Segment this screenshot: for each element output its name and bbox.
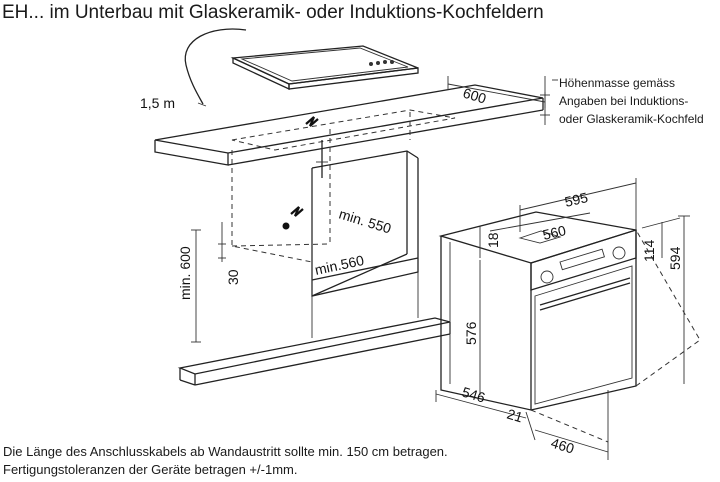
dim-594: 594	[667, 246, 683, 270]
dim-18: 18	[485, 232, 501, 248]
cabinet-outline	[231, 112, 411, 263]
oven	[438, 211, 637, 411]
height-note-line: Höhenmasse gemäss	[559, 76, 676, 90]
floor-base	[177, 317, 451, 386]
cable-length-label: 1,5 m	[140, 95, 175, 111]
footnote: Fertigungstoleranzen der Geräte betragen…	[3, 462, 298, 477]
height-note-line: Angaben bei Induktions-	[559, 94, 689, 108]
dim-600: 600	[461, 85, 488, 107]
dim-30: 30	[225, 269, 241, 285]
footnotes: Die Länge des Anschlusskabels ab Wandaus…	[3, 443, 448, 479]
height-note: Höhenmasse gemäss Angaben bei Induktions…	[559, 74, 704, 128]
countertop	[154, 84, 544, 166]
electric-bolt-icon	[290, 116, 319, 217]
cooktop	[230, 45, 419, 91]
connection-cable	[184, 28, 247, 105]
dim-560: 560	[541, 222, 568, 243]
footnote: Die Länge des Anschlusskabels ab Wandaus…	[3, 444, 448, 459]
dim-595: 595	[563, 189, 590, 210]
dim-114: 114	[641, 239, 657, 262]
dim-min-550: min. 550	[337, 206, 393, 237]
dim-460: 460	[549, 435, 576, 457]
dim-21: 21	[505, 406, 525, 426]
outlet-point	[282, 222, 290, 230]
dim-576: 576	[463, 321, 479, 345]
niche-frame	[311, 150, 419, 297]
dim-546: 546	[460, 384, 487, 406]
page-title: EH... im Unterbau mit Glaskeramik- oder …	[2, 2, 544, 23]
height-note-line: oder Glaskeramik-Kochfeld	[559, 112, 704, 126]
dim-min-600: min. 600	[177, 246, 193, 300]
